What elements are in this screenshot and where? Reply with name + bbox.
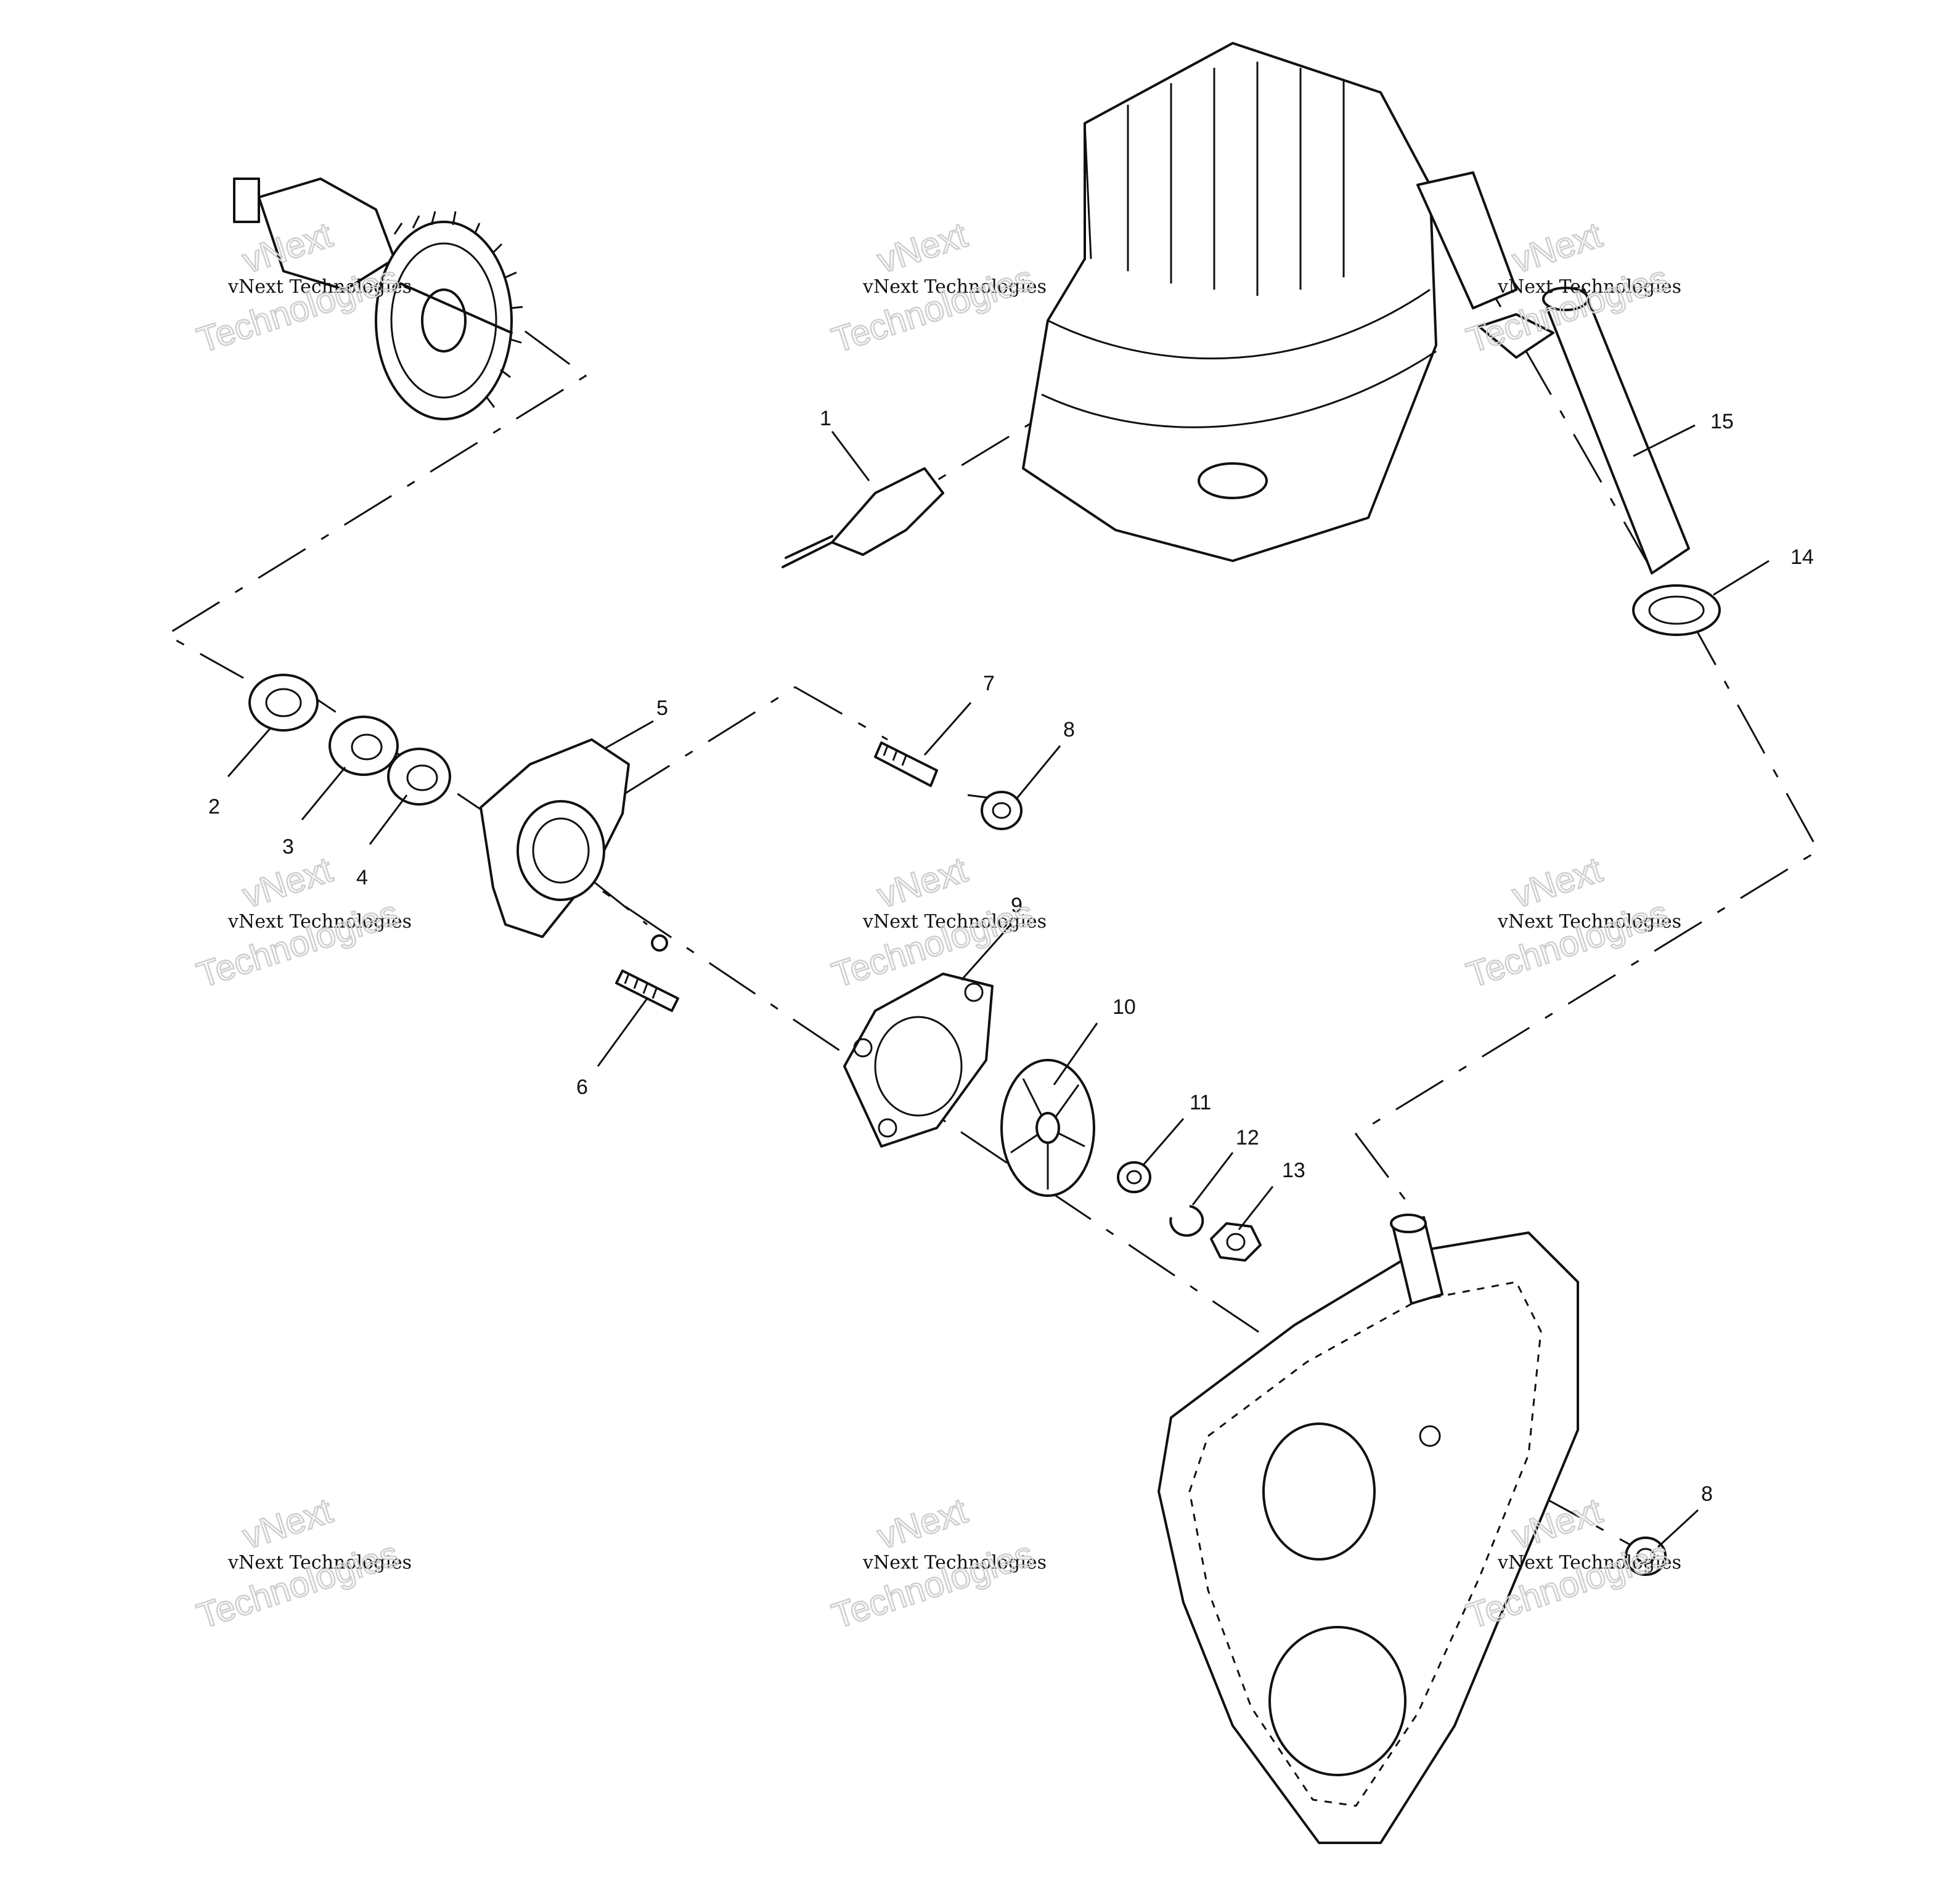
svg-text:vNext Technologies: vNext Technologies bbox=[227, 276, 412, 298]
svg-text:Technologies: Technologies bbox=[827, 1534, 1038, 1636]
svg-text:Technologies: Technologies bbox=[1462, 893, 1673, 995]
svg-text:vNext: vNext bbox=[873, 1490, 972, 1557]
part-5-pump-housing bbox=[480, 738, 630, 938]
part-12-clip bbox=[1169, 1205, 1204, 1237]
callout-14: 14 bbox=[1791, 545, 1814, 569]
part-13-nut bbox=[1210, 1222, 1262, 1262]
callout-3: 3 bbox=[282, 835, 294, 859]
svg-text:vNext Technologies: vNext Technologies bbox=[227, 1552, 412, 1574]
callout-4: 4 bbox=[356, 866, 368, 889]
svg-text:vNext: vNext bbox=[238, 1490, 337, 1557]
part-2-bearing bbox=[248, 674, 319, 732]
callout-8-lower: 8 bbox=[1701, 1482, 1713, 1506]
callout-2: 2 bbox=[208, 795, 220, 818]
callout-1: 1 bbox=[820, 407, 831, 430]
callout-13: 13 bbox=[1282, 1159, 1305, 1182]
callout-5: 5 bbox=[656, 696, 668, 720]
part-8-nut-upper bbox=[981, 791, 1023, 830]
svg-text:vNext Technologies: vNext Technologies bbox=[862, 1552, 1047, 1574]
part-15-hose bbox=[1542, 287, 1690, 574]
part-4-seal bbox=[387, 748, 451, 806]
o-ring bbox=[651, 934, 668, 952]
svg-text:Technologies: Technologies bbox=[192, 893, 403, 995]
callout-15: 15 bbox=[1710, 410, 1734, 433]
watermark-bl: vNext vNext Technologies Technologies bbox=[192, 1490, 412, 1637]
svg-text:Technologies: Technologies bbox=[827, 258, 1038, 361]
svg-text:vNext: vNext bbox=[873, 849, 972, 916]
part-8-nut-lower bbox=[1625, 1537, 1667, 1576]
starter-gear-assembly bbox=[233, 178, 523, 420]
callout-6: 6 bbox=[576, 1076, 588, 1099]
part-6-stud bbox=[615, 969, 679, 1012]
callout-10: 10 bbox=[1113, 995, 1136, 1019]
callout-11: 11 bbox=[1190, 1091, 1211, 1114]
watermark-ml: vNext vNext Technologies Technologies bbox=[192, 849, 412, 996]
crankcase-cover bbox=[1158, 1214, 1579, 1844]
part-11-washer bbox=[1117, 1161, 1151, 1193]
part-10-impeller bbox=[1000, 1059, 1095, 1197]
engine-cylinder bbox=[1022, 42, 1554, 562]
part-1-sensor bbox=[782, 467, 944, 568]
callout-7: 7 bbox=[983, 672, 995, 695]
svg-text:vNext Technologies: vNext Technologies bbox=[1497, 1552, 1681, 1574]
callout-8-upper: 8 bbox=[1063, 718, 1075, 741]
callout-12: 12 bbox=[1236, 1126, 1259, 1149]
svg-text:vNext Technologies: vNext Technologies bbox=[862, 276, 1047, 298]
callout-leaders bbox=[227, 424, 1770, 1548]
part-9-gasket bbox=[843, 973, 994, 1148]
svg-text:vNext Technologies: vNext Technologies bbox=[227, 911, 412, 933]
watermark-tc: vNext vNext Technologies Technologies bbox=[827, 214, 1047, 361]
watermark-mc: vNext vNext Technologies Technologies bbox=[827, 849, 1047, 996]
svg-text:vNext: vNext bbox=[1508, 849, 1607, 916]
part-3-bearing bbox=[329, 716, 399, 776]
part-14-clamp bbox=[1632, 584, 1721, 636]
svg-text:vNext Technologies: vNext Technologies bbox=[1497, 911, 1681, 933]
callout-9: 9 bbox=[1011, 894, 1023, 917]
svg-text:vNext: vNext bbox=[1508, 214, 1607, 281]
part-7-stud bbox=[874, 741, 938, 787]
watermark-mr: vNext vNext Technologies Technologies bbox=[1461, 849, 1681, 996]
watermark-bc: vNext vNext Technologies Technologies bbox=[827, 1490, 1047, 1637]
svg-text:vNext: vNext bbox=[238, 849, 337, 916]
svg-text:vNext Technologies: vNext Technologies bbox=[1497, 276, 1681, 298]
svg-text:Technologies: Technologies bbox=[192, 1534, 403, 1636]
callout-labels: 1 2 3 4 5 6 7 8 9 10 11 12 13 14 15 8 bbox=[208, 407, 1814, 1506]
svg-text:vNext Technologies: vNext Technologies bbox=[862, 911, 1047, 933]
svg-text:vNext: vNext bbox=[873, 214, 972, 281]
